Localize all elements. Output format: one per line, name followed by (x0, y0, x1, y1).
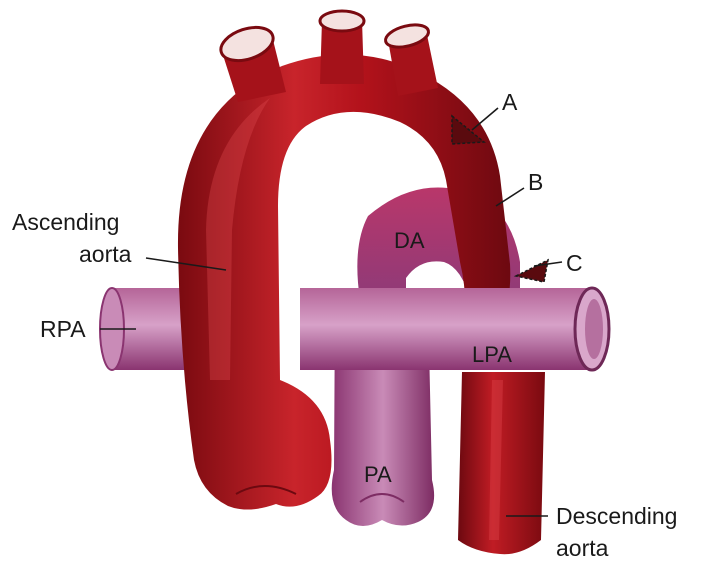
lpa-lumen (585, 299, 603, 359)
label-ascending-line2: aorta (79, 241, 132, 267)
label-rpa: RPA (40, 316, 86, 342)
left-common-carotid-opening (320, 11, 364, 31)
site-c-marker (516, 260, 548, 282)
label-ascending-line1: Ascending (12, 209, 119, 235)
label-descending-line2: aorta (556, 535, 609, 561)
label-descending-line1: Descending (556, 503, 677, 529)
label-a: A (502, 89, 518, 115)
lpa-vessel (300, 288, 592, 370)
label-lpa: LPA (472, 342, 512, 367)
label-b: B (528, 169, 543, 195)
label-pa: PA (364, 462, 392, 487)
leader-c (534, 262, 562, 266)
label-da: DA (394, 228, 425, 253)
label-c: C (566, 250, 583, 276)
